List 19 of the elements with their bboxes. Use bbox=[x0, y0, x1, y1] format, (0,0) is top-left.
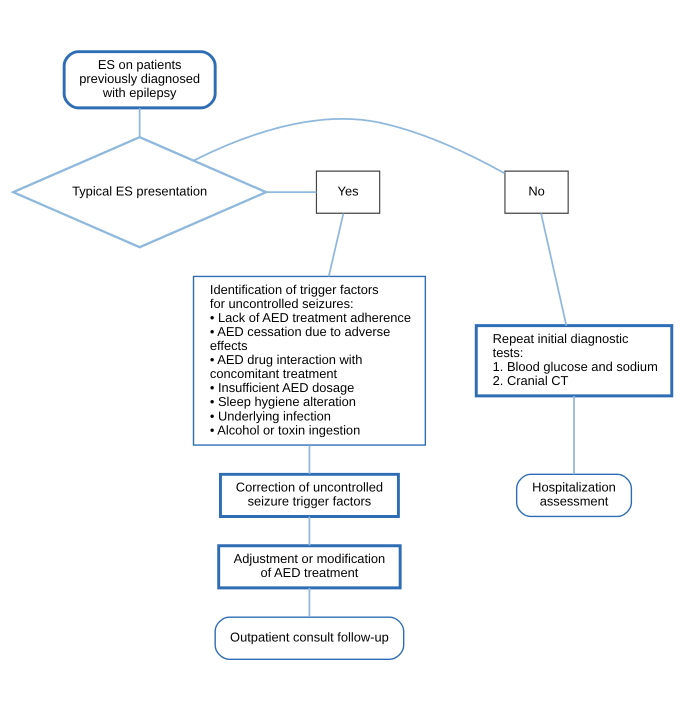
node-box: Correction of uncontrolled seizure trigger factors bbox=[218, 472, 400, 518]
node-box: Hospitalization assessment bbox=[516, 473, 632, 517]
connector bbox=[193, 118, 506, 174]
node-box: Identification of trigger factors for uncontrolled seizures: • Lack of AED treatment adherence • AED cessation due to adverse effects • AED drug interaction with concomitant treatment • Insufficient AED dosage • Sleep hygiene alteration • Underlying infection • Alcohol or toxin ingestion bbox=[192, 275, 426, 446]
connector bbox=[328, 212, 344, 276]
node-box: ES on patients previously diagnosed with epilepsy bbox=[62, 50, 217, 109]
node-box: Outpatient consult follow-up bbox=[214, 616, 404, 660]
connector bbox=[266, 190, 316, 193]
connector bbox=[540, 212, 568, 326]
connector bbox=[138, 108, 141, 137]
connector bbox=[308, 587, 310, 616]
node-box: No bbox=[504, 170, 569, 214]
connector bbox=[308, 444, 310, 474]
node-box: Repeat initial diagnostic tests: 1. Blood glucose and sodium 2. Cranial CT bbox=[474, 324, 674, 397]
node-box: Adjustment or modification of AED treatment bbox=[217, 544, 402, 589]
connector bbox=[308, 516, 310, 545]
node-box: Yes bbox=[316, 170, 380, 214]
node-diamond: Typical ES presentation bbox=[10, 135, 270, 248]
connector bbox=[573, 396, 575, 474]
